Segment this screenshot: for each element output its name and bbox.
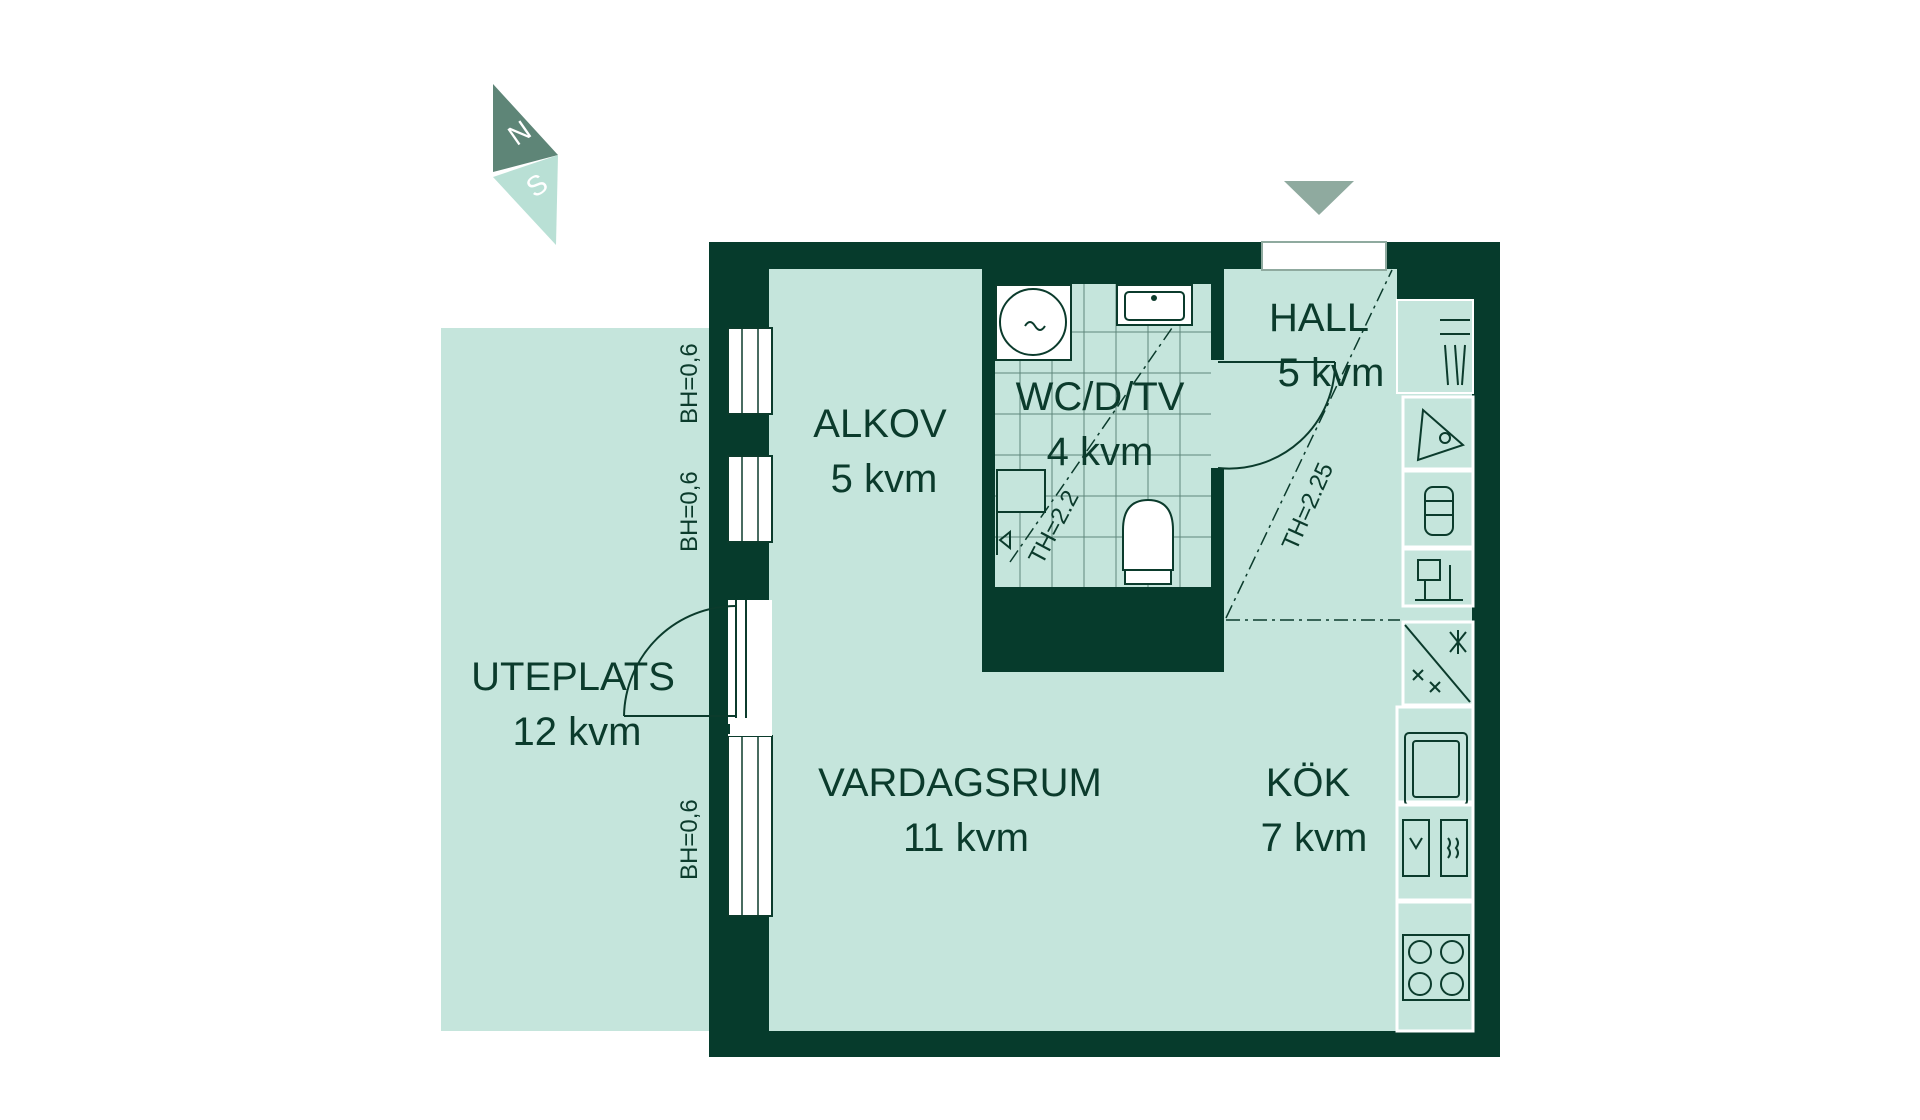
dishwasher-icon <box>1402 819 1468 877</box>
compass: N S <box>493 84 558 245</box>
sill-height-label-2: BH=0,6 <box>676 471 703 552</box>
kitchen-cabinets <box>1395 299 1475 1033</box>
compass-south-arrow <box>493 155 558 245</box>
sill-height-label-3: BH=0,6 <box>676 799 703 880</box>
entrance-door <box>1261 241 1387 271</box>
toilet-icon <box>1122 498 1174 585</box>
shower-screen <box>1009 327 1173 563</box>
window-top <box>727 327 773 415</box>
balcony-door <box>623 600 772 736</box>
hall-ceiling-line <box>1225 269 1393 619</box>
sill-height-label-1: BH=0,6 <box>676 343 703 424</box>
shower-icon <box>995 284 1072 361</box>
wardrobe-top-icon <box>1440 319 1470 386</box>
stove-icon <box>1402 934 1470 1001</box>
vardagsrum-area: 11 kvm <box>903 816 1029 860</box>
label-wc: WC/D/TV 4 kvm <box>1016 375 1185 474</box>
window-middle <box>727 455 773 543</box>
apartment-floor <box>769 269 1472 1031</box>
compass-north-arrow <box>493 84 558 172</box>
kok-area: 7 kvm <box>1261 816 1368 860</box>
uteplats-area <box>441 328 711 1031</box>
sink-icon <box>1116 284 1193 326</box>
washbasin-icon <box>996 469 1046 555</box>
kok-name: KÖK <box>1266 761 1351 805</box>
label-uteplats: UTEPLATS 12 kvm <box>471 655 675 754</box>
vardagsrum-name: VARDAGSRUM <box>818 761 1102 805</box>
label-vardagsrum: VARDAGSRUM 11 kvm <box>818 761 1102 860</box>
label-hall: HALL 5 kvm <box>1269 296 1384 395</box>
wc-name: WC/D/TV <box>1016 375 1185 419</box>
alkov-name: ALKOV <box>813 402 947 446</box>
wc-area: 4 kvm <box>1047 430 1154 474</box>
cleaning-icon <box>1415 559 1463 601</box>
wc-bottom-wall <box>982 587 1224 672</box>
entrance-arrow-icon <box>1284 181 1354 215</box>
label-kok: KÖK 7 kvm <box>1261 761 1368 860</box>
fridge-freezer-icon <box>1404 624 1471 703</box>
uteplats-name: UTEPLATS <box>471 655 675 699</box>
label-alkov: ALKOV 5 kvm <box>813 402 947 501</box>
alkov-area: 5 kvm <box>831 457 938 501</box>
hanger-icon <box>1416 407 1465 462</box>
wc-room <box>995 284 1211 587</box>
hall-name: HALL <box>1269 296 1369 340</box>
uteplats-area: 12 kvm <box>513 710 642 754</box>
hall-area: 5 kvm <box>1278 351 1385 395</box>
wc-door <box>1211 360 1337 470</box>
window-bottom <box>727 735 773 917</box>
towel-icon <box>1424 486 1454 536</box>
